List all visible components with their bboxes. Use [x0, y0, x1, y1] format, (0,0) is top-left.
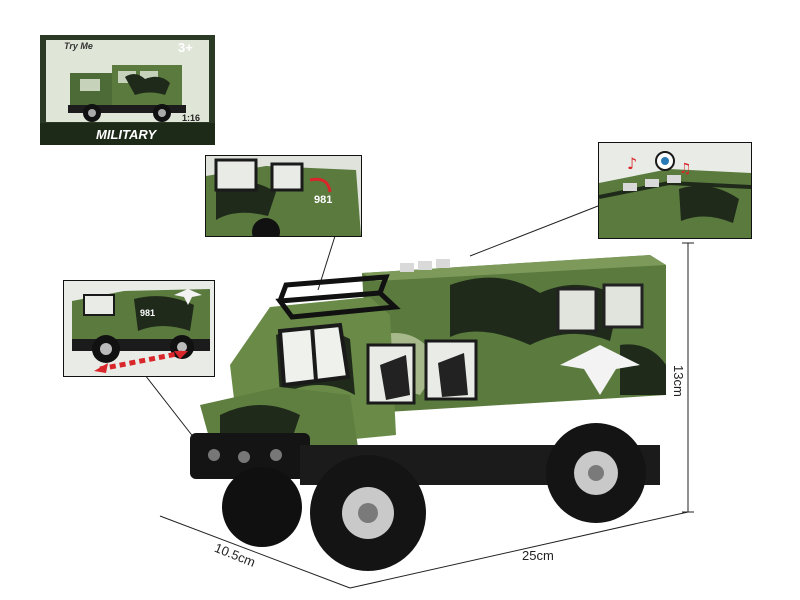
truck-number: 981 [442, 417, 476, 439]
package-box: Try Me 3+ 1:16 MILITARY [40, 35, 215, 145]
inset-side-number: 981 [140, 308, 156, 318]
dimension-length: 25cm [522, 548, 554, 563]
dimension-height: 13cm [671, 365, 686, 397]
svg-text:♫: ♫ [679, 161, 692, 177]
package-age-badge: 3+ [178, 40, 193, 55]
svg-text:♪: ♪ [627, 154, 637, 173]
package-scale: 1:16 [182, 113, 201, 123]
truck-subtext: MILITARY-8864A [442, 441, 488, 447]
inset-roof-sound: ♪ ♫ [598, 142, 752, 239]
package-title: MILITARY [96, 127, 157, 142]
package-brand: Try Me [64, 41, 93, 51]
inset-door-number: 981 [314, 194, 333, 206]
main-truck: 981 MILITARY-8864A [180, 245, 670, 575]
inset-cab-door: 981 [205, 155, 362, 237]
inset-pullback: 981 [63, 280, 215, 377]
